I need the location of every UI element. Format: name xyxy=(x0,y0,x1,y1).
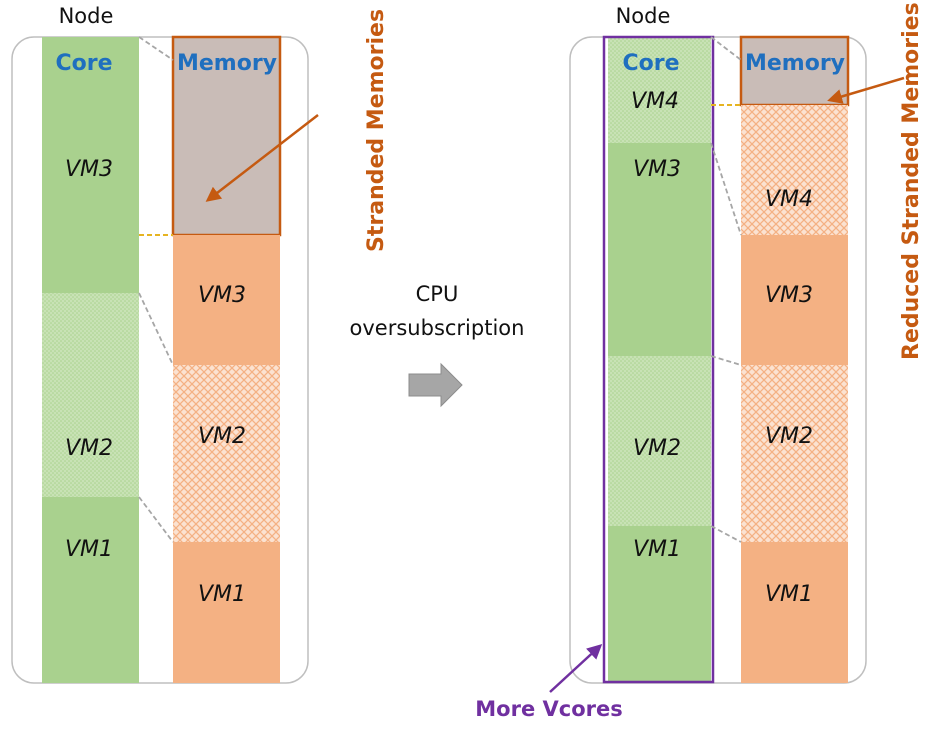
left-memory-vm2-label: VM2 xyxy=(198,424,246,449)
right-core-vm2 xyxy=(608,356,711,526)
right-core-vm4-label: VM4 xyxy=(631,89,679,114)
left-core-vm2-label: VM2 xyxy=(65,436,113,461)
right-core-vm3-label: VM3 xyxy=(633,157,681,182)
right-core-vm1 xyxy=(608,526,711,683)
left-connector xyxy=(138,292,174,366)
right-core-vm2-label: VM2 xyxy=(633,436,681,461)
right-memory-vm2-label: VM2 xyxy=(765,424,813,449)
left-connector xyxy=(138,36,174,61)
left-memory-vm1 xyxy=(173,542,280,683)
left-core-vm2 xyxy=(42,293,139,497)
transition: CPU oversubscription xyxy=(350,282,525,408)
transition-line1: CPU xyxy=(416,282,459,306)
left-connector xyxy=(138,496,174,543)
right-connector xyxy=(710,355,742,366)
right-memory-vm3 xyxy=(741,235,848,365)
right-memory-vm2 xyxy=(741,365,848,542)
left-memory-vm3 xyxy=(173,235,280,365)
left-core-vm1 xyxy=(42,497,139,683)
left-memory-vm2 xyxy=(173,365,280,542)
left-memory-vm3-label: VM3 xyxy=(198,283,246,308)
more-vcores-box xyxy=(602,35,715,684)
left-core-header: Core xyxy=(55,51,112,76)
left-core-vm3 xyxy=(42,37,139,293)
right-core-header: Core xyxy=(622,51,679,76)
left-memory-header: Memory xyxy=(177,51,277,76)
transition-line2: oversubscription xyxy=(350,316,525,340)
left-node: Node Core VM3 VM2 VM1 Memory VM3 VM2 VM1… xyxy=(11,4,389,684)
left-memory-vm1-label: VM1 xyxy=(198,582,246,607)
left-node-title: Node xyxy=(59,4,114,28)
vcore-arrow xyxy=(549,643,603,693)
right-memory-header: Memory xyxy=(745,51,845,76)
right-memory-vm3-label: VM3 xyxy=(765,283,813,308)
right-node-title: Node xyxy=(616,4,671,28)
right-core-vm1-label: VM1 xyxy=(633,537,681,562)
left-stranded-label: Stranded Memories xyxy=(364,9,389,252)
right-memory-vm4-label: VM4 xyxy=(765,187,813,212)
transition-arrow-icon xyxy=(408,362,463,408)
right-connector xyxy=(710,36,742,61)
right-node: Node Core VM4 VM3 VM2 VM1 Memory VM4 VM3… xyxy=(475,2,924,721)
vcore-label: More Vcores xyxy=(475,697,622,721)
right-memory-vm4 xyxy=(741,105,848,235)
right-connector xyxy=(710,142,742,236)
right-core-vm3 xyxy=(608,143,711,356)
right-connector xyxy=(710,525,742,543)
right-stranded-arrow xyxy=(827,76,905,104)
right-memory-vm1-label: VM1 xyxy=(765,582,813,607)
left-core-vm3-label: VM3 xyxy=(65,157,113,182)
left-core-vm1-label: VM1 xyxy=(65,537,113,562)
right-core-vm4 xyxy=(608,37,711,143)
left-stranded-arrow xyxy=(205,114,319,202)
right-stranded-label: Reduced Stranded Memories xyxy=(899,2,924,360)
right-memory-vm1 xyxy=(741,542,848,683)
